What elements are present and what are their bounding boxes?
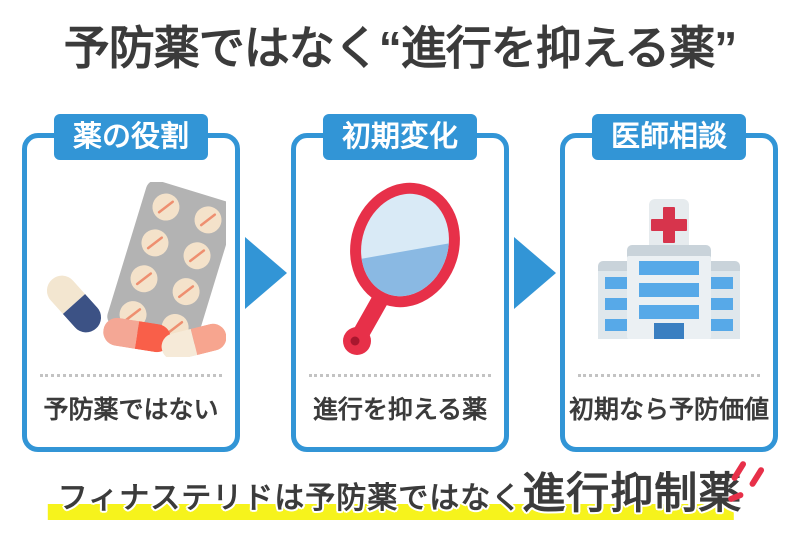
card-badge-drug-role: 薬の役割 bbox=[53, 114, 209, 160]
pill-sheet-svg bbox=[40, 181, 226, 357]
dotted-divider bbox=[578, 374, 760, 377]
card-badge-early-change: 初期変化 bbox=[322, 114, 478, 160]
footer-emphasis: 進行抑制薬 bbox=[522, 470, 743, 518]
card-doctor-consult: 医師相談 bbox=[560, 114, 778, 452]
hand-mirror-icon bbox=[296, 138, 504, 374]
footer-lead: フィナステリドは予防薬ではなく bbox=[57, 482, 523, 515]
hospital-icon bbox=[565, 138, 773, 374]
dotted-divider bbox=[309, 374, 491, 377]
card-caption-doctor-consult: 初期なら予防価値 bbox=[568, 396, 769, 424]
hospital-svg bbox=[598, 199, 740, 339]
pill-sheet-icon bbox=[27, 138, 235, 374]
dotted-divider bbox=[40, 374, 222, 377]
card-drug-role: 薬の役割 bbox=[22, 114, 240, 452]
card-caption-drug-role: 予防薬ではない bbox=[43, 396, 219, 424]
card-early-change: 初期変化 進行を抑える薬 bbox=[291, 114, 509, 452]
page-title: 予防薬ではなく“進行を抑える薬” bbox=[63, 22, 738, 74]
arrow-right-icon bbox=[244, 236, 287, 309]
hand-mirror-svg bbox=[343, 182, 462, 355]
arrow-right-icon bbox=[513, 236, 556, 309]
card-caption-early-change: 進行を抑える薬 bbox=[312, 396, 488, 424]
footer-headline: フィナステリドは予防薬ではなく進行抑制薬 bbox=[47, 460, 766, 520]
yellow-highlight bbox=[47, 504, 735, 520]
card-badge-doctor-consult: 医師相談 bbox=[591, 114, 747, 160]
cards-row: 薬の役割 bbox=[22, 114, 778, 452]
emphasis-burst-icon bbox=[727, 460, 772, 506]
